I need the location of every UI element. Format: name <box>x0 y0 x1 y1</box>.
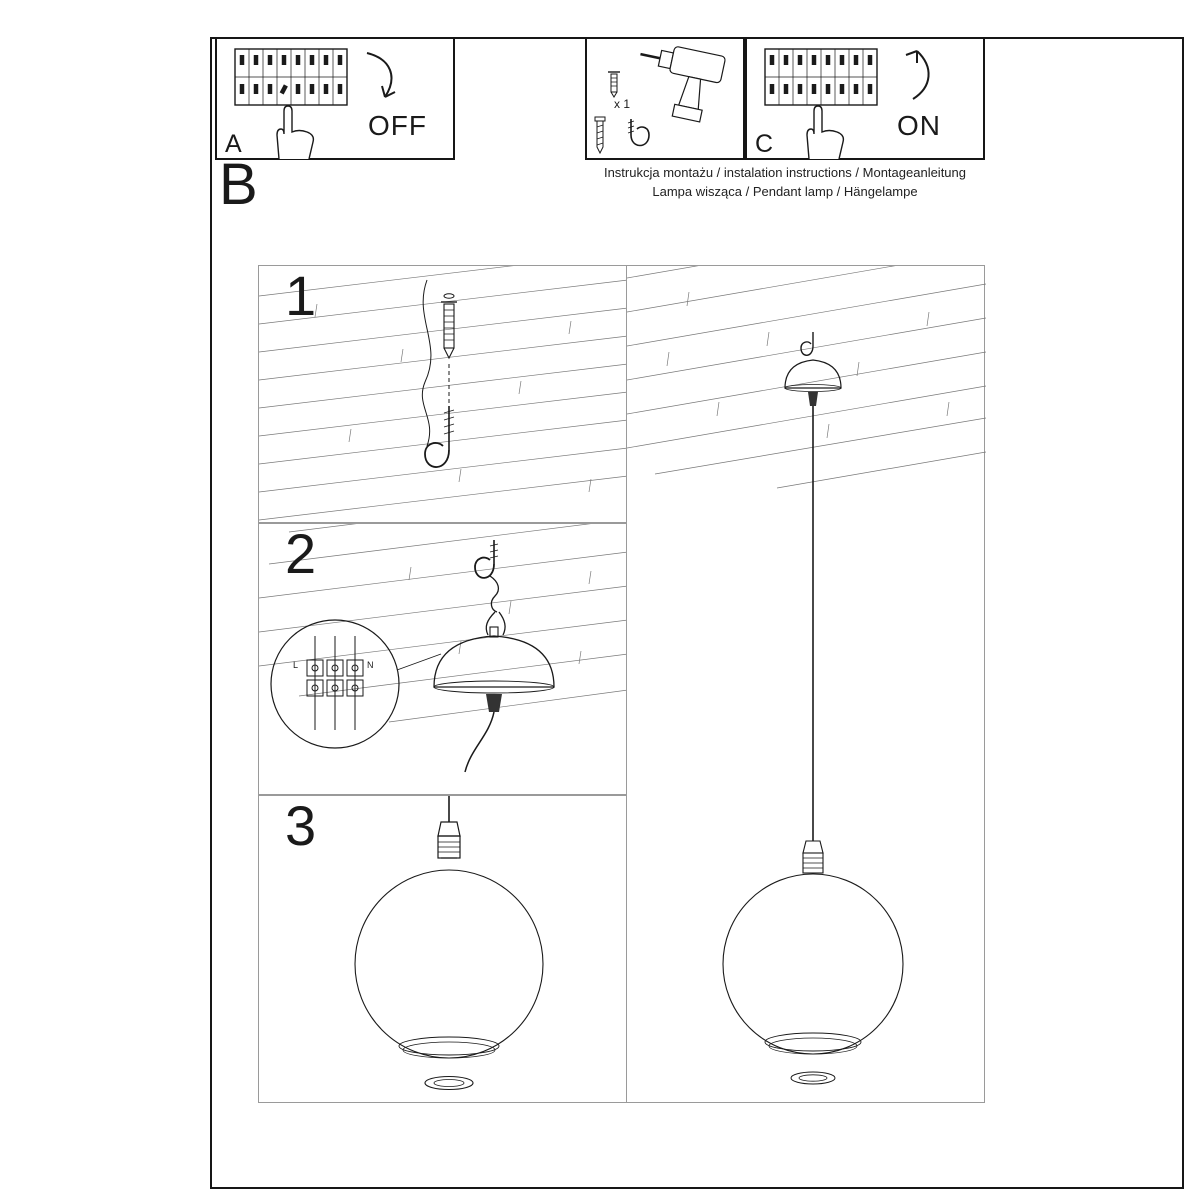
breaker-panel-icon <box>764 48 878 106</box>
terminal-label-n: N <box>367 660 374 670</box>
assembled-lamp-illustration <box>627 266 986 1085</box>
caption-line-2: Lampa wisząca / Pendant lamp / Hängelamp… <box>652 184 918 199</box>
ceiling-planks-icon <box>627 266 986 489</box>
panel-c-label: C <box>755 130 774 158</box>
anchor-quantity-label: x 1 <box>614 97 631 111</box>
lamp-socket-icon <box>437 796 461 859</box>
panel-power-on: C ON <box>745 37 985 160</box>
lamp-socket-icon <box>802 840 824 874</box>
glass-ring-icon <box>424 1075 474 1091</box>
power-off-illustration <box>234 48 396 160</box>
curved-arrow-down-icon <box>366 52 396 98</box>
cable-curve <box>421 279 432 447</box>
caption-block: Instrukcja montażu / instalation instruc… <box>585 163 985 201</box>
breaker-panel-icon <box>234 48 348 106</box>
ceiling-planks-icon <box>259 524 628 723</box>
assembled-lamp-panel <box>626 265 986 1103</box>
terminal-block-detail-icon: L N <box>270 619 442 749</box>
power-off-text: OFF <box>368 110 427 141</box>
screw-hook-icon <box>424 406 455 468</box>
canopy-icon <box>433 626 555 773</box>
step-3-panel: 3 <box>258 795 627 1103</box>
power-on-text: ON <box>897 110 941 141</box>
step-1-illustration <box>259 266 628 521</box>
pointing-hand-icon <box>276 105 315 160</box>
step-1-number: 1 <box>285 264 317 327</box>
screw-icon <box>594 116 606 155</box>
pointing-hand-icon <box>806 105 845 160</box>
curved-arrow-up-icon <box>905 50 930 100</box>
step-2-panel: L N 2 <box>258 522 628 795</box>
panel-tools: x 1 <box>585 37 745 160</box>
wall-anchor-icon <box>441 293 457 360</box>
step-1-panel: 1 <box>258 264 628 523</box>
step-3-number: 3 <box>285 794 317 857</box>
step-2-illustration: L N <box>259 524 628 773</box>
glass-sphere-icon <box>722 873 904 1055</box>
canopy-icon <box>784 359 842 406</box>
step-2-number: 2 <box>285 522 317 585</box>
wall-anchor-icon <box>608 71 620 98</box>
tools-illustration <box>594 46 726 155</box>
spring-hook-icon <box>485 575 506 636</box>
drill-icon <box>640 46 726 123</box>
terminal-label-l: L <box>293 660 298 670</box>
glass-sphere-icon <box>354 869 544 1059</box>
power-on-illustration <box>764 48 930 160</box>
glass-ring-icon <box>790 1071 836 1085</box>
panel-a-label: A <box>225 130 242 158</box>
caption-line-1: Instrukcja montażu / instalation instruc… <box>603 165 967 180</box>
step-3-illustration <box>354 796 544 1091</box>
hook-icon <box>800 332 814 356</box>
section-b-label: B <box>219 152 258 217</box>
hook-icon <box>627 119 650 147</box>
panel-power-off: A OFF <box>215 37 455 160</box>
hook-icon <box>474 540 499 579</box>
